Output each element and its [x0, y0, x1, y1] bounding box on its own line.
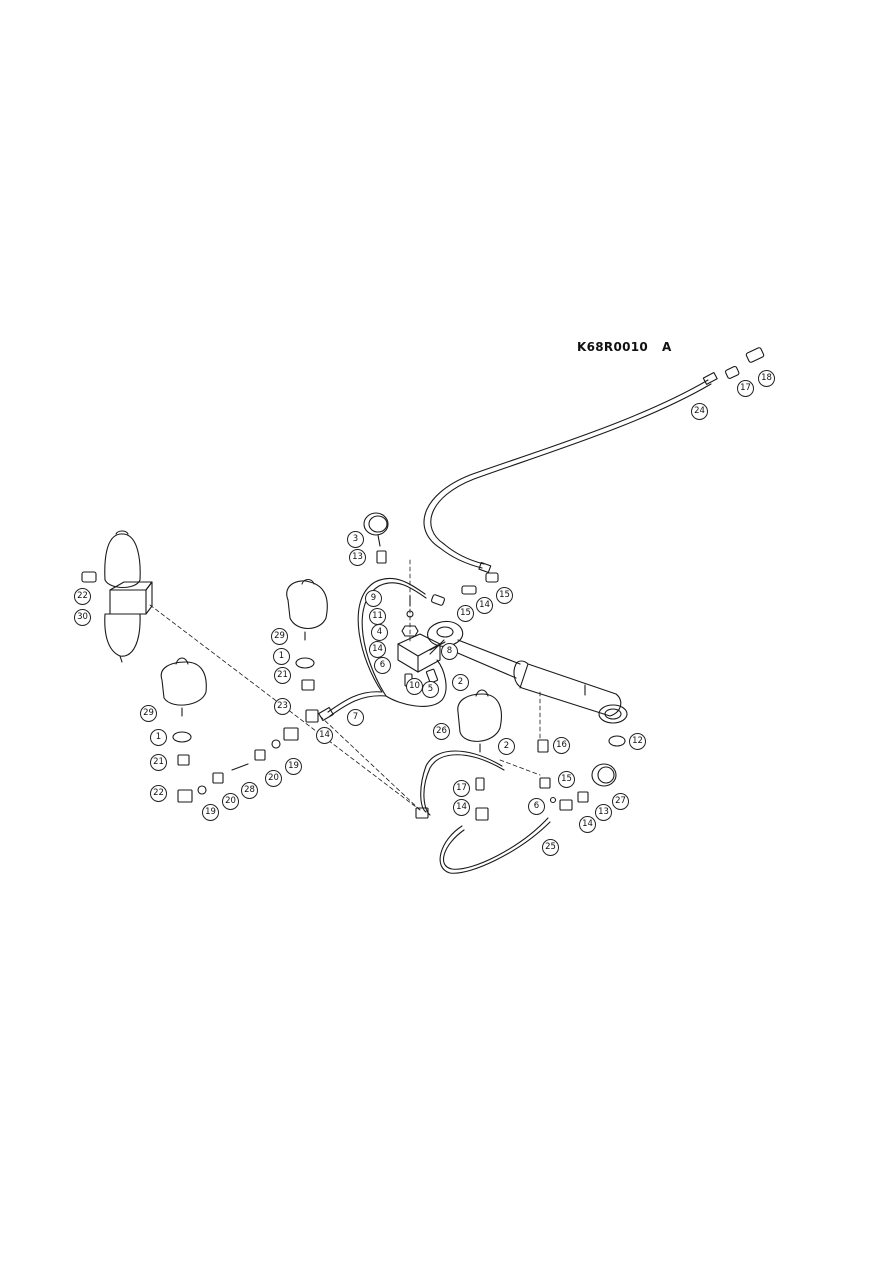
callout-29: 29 — [271, 628, 288, 645]
hydraulic-cylinder — [427, 620, 628, 724]
callout-23: 23 — [274, 698, 291, 715]
callout-21: 21 — [150, 754, 167, 771]
drawing-code: K68R0010 A — [577, 340, 672, 354]
washer-6-lower — [549, 796, 557, 804]
callout-15: 15 — [457, 605, 474, 622]
callout-7: 7 — [347, 709, 364, 726]
callout-18: 18 — [758, 370, 775, 387]
callout-11: 11 — [369, 608, 386, 625]
callout-15: 15 — [558, 771, 575, 788]
tee-23 — [283, 727, 299, 741]
callout-22: 22 — [150, 785, 167, 802]
tee-14-lower — [475, 807, 489, 821]
callout-14: 14 — [316, 727, 333, 744]
fitting-14-upper — [461, 585, 477, 595]
callout-13: 13 — [595, 804, 612, 821]
nut-1-upper — [295, 657, 315, 669]
tee-22-lower — [177, 789, 193, 803]
callout-1: 1 — [150, 729, 167, 746]
hose-7 — [318, 577, 447, 722]
callout-14: 14 — [453, 799, 470, 816]
gauge-27 — [591, 763, 617, 787]
callout-19: 19 — [285, 758, 302, 775]
drawing-number: K68R0010 — [577, 340, 649, 354]
callout-20: 20 — [265, 770, 282, 787]
callout-19: 19 — [202, 804, 219, 821]
callout-17: 17 — [737, 380, 754, 397]
fitting-17-lower — [475, 777, 485, 791]
callout-4: 4 — [371, 624, 388, 641]
bolt-8 — [429, 639, 445, 655]
fitting-14-left — [305, 709, 319, 723]
callout-17: 17 — [453, 780, 470, 797]
seal-ring-12 — [608, 735, 626, 747]
callout-25: 25 — [542, 839, 559, 856]
callout-28: 28 — [241, 782, 258, 799]
callout-2: 2 — [498, 738, 515, 755]
callout-2: 2 — [452, 674, 469, 691]
accumulator-29-lower — [160, 657, 207, 717]
fitting-15-left — [431, 594, 445, 606]
fitting-16 — [537, 739, 549, 753]
gauge-3 — [363, 512, 389, 547]
callout-27: 27 — [612, 793, 629, 810]
callout-1: 1 — [273, 648, 290, 665]
callout-9: 9 — [365, 590, 382, 607]
fitting-15-lower — [539, 777, 551, 789]
callout-12: 12 — [629, 733, 646, 750]
callout-14: 14 — [476, 597, 493, 614]
callout-6: 6 — [528, 798, 545, 815]
callout-8: 8 — [441, 643, 458, 660]
hose-25 — [415, 750, 551, 874]
callout-14: 14 — [369, 641, 386, 658]
callout-10: 10 — [406, 678, 423, 695]
tube-28 — [231, 763, 249, 771]
fitting-18 — [745, 347, 765, 363]
callout-15: 15 — [496, 587, 513, 604]
fitting-13-lower — [577, 791, 589, 803]
accumulator-29-upper — [286, 578, 328, 641]
valve-block — [397, 633, 446, 673]
fitting-15-right — [485, 572, 499, 583]
callout-5: 5 — [422, 681, 439, 698]
fitting-22-top — [81, 571, 97, 583]
fitting-13-top — [376, 550, 387, 564]
fitting-19-upper — [271, 739, 281, 749]
callout-16: 16 — [553, 737, 570, 754]
callout-22: 22 — [74, 588, 91, 605]
callout-20: 20 — [222, 793, 239, 810]
hose-24 — [423, 371, 718, 574]
callout-29: 29 — [140, 705, 157, 722]
callout-6: 6 — [374, 657, 391, 674]
callout-24: 24 — [691, 403, 708, 420]
callout-3: 3 — [347, 531, 364, 548]
accumulator-26 — [457, 689, 502, 753]
callout-13: 13 — [349, 549, 366, 566]
fitting-21-upper — [301, 679, 315, 691]
callout-14: 14 — [579, 816, 596, 833]
fitting-14-lower-right — [559, 799, 573, 811]
fitting-20-lower — [212, 772, 224, 784]
fitting-20-upper — [254, 749, 266, 761]
fitting-19-lower — [197, 785, 207, 795]
callout-21: 21 — [274, 667, 291, 684]
fitting-21-lower — [177, 754, 190, 766]
drawing-revision: A — [662, 340, 672, 354]
callout-30: 30 — [74, 609, 91, 626]
accumulator-30 — [104, 530, 153, 663]
nut-1-lower — [172, 731, 192, 743]
fitting-17 — [724, 365, 740, 379]
callout-26: 26 — [433, 723, 450, 740]
